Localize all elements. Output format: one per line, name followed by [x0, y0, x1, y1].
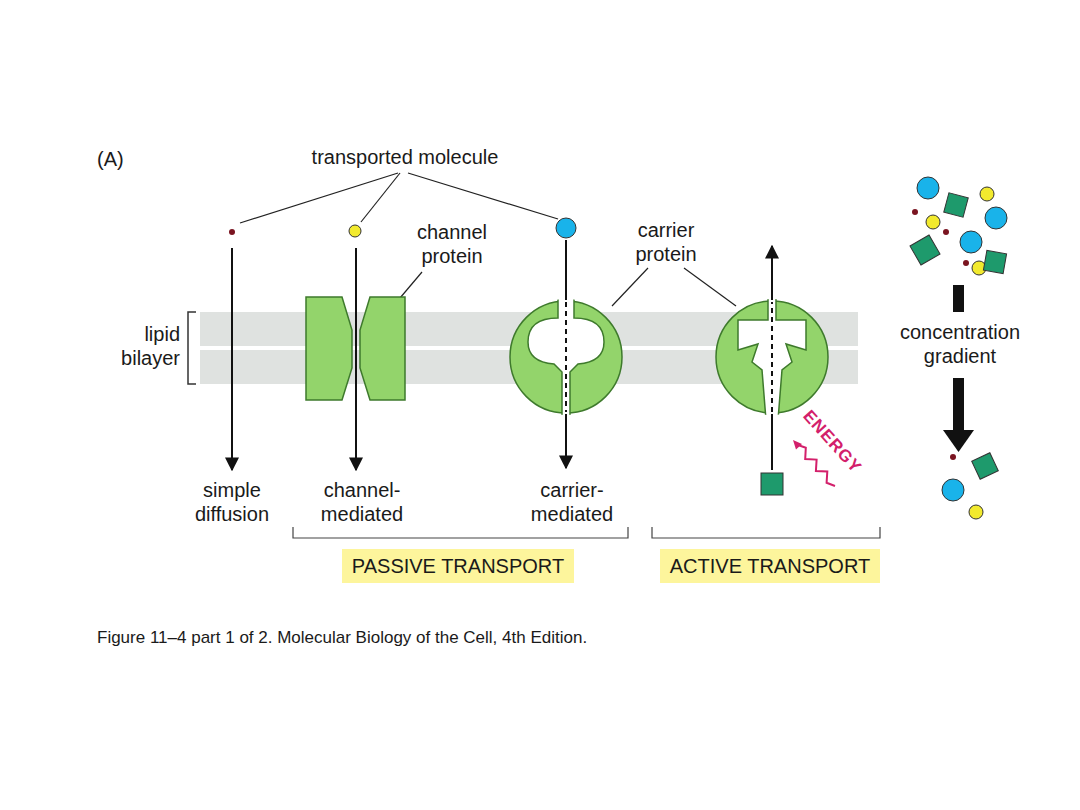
art-circle [943, 229, 949, 235]
banner-text: PASSIVE TRANSPORT [352, 554, 564, 578]
art-circle [917, 177, 939, 199]
mode-label: carrier- mediated [517, 478, 627, 526]
art-line [408, 173, 558, 219]
molecule-label: transported molecule [275, 145, 535, 169]
art-rect [972, 453, 999, 480]
art-circle [980, 187, 994, 201]
art-circle [950, 454, 956, 460]
carrier-arrow [565, 414, 567, 468]
art-circle [969, 505, 983, 519]
carrier-cavity [528, 290, 604, 420]
mode-label: channel- mediated [307, 478, 417, 526]
pump-arrow [771, 302, 773, 412]
channel-protein-half [306, 297, 352, 400]
banner-text: ACTIVE TRANSPORT [670, 554, 870, 578]
channel-arrow [355, 248, 357, 470]
art-rect [910, 235, 940, 265]
bilayer-bracket [188, 312, 196, 384]
gradient-arrow [953, 285, 964, 312]
group-bracket [293, 527, 628, 538]
art-circle [960, 231, 982, 253]
mode-label: simple diffusion [182, 478, 282, 526]
figure-caption: Figure 11–4 part 1 of 2. Molecular Biolo… [97, 627, 587, 649]
art-line [612, 268, 648, 306]
part-label: lipid bilayer [90, 322, 180, 370]
part-label: channel protein [397, 220, 507, 268]
small-molecule [229, 229, 235, 235]
group-banner: ACTIVE TRANSPORT [660, 549, 880, 583]
gradient-arrow [953, 378, 964, 432]
energy-arrowhead [793, 440, 802, 449]
diffusion-arrow [231, 248, 233, 470]
art-circle [963, 260, 969, 266]
art-line [240, 173, 398, 223]
art-circle [985, 207, 1007, 229]
art-circle [942, 479, 964, 501]
art-rect [983, 250, 1006, 273]
pump-arrow [771, 414, 773, 470]
pump-arrow [771, 246, 773, 300]
blue-molecule [556, 218, 576, 238]
energy-label: ENERGY [793, 401, 871, 484]
art-line [361, 173, 400, 222]
gradient-arrowhead [943, 430, 974, 452]
group-bracket [652, 527, 880, 538]
group-banner: PASSIVE TRANSPORT [342, 549, 574, 583]
green-molecule [761, 473, 783, 495]
pump-cavity [738, 290, 806, 420]
art-circle [912, 209, 918, 215]
art-circle [926, 215, 940, 229]
gradient-label: concentration gradient [875, 320, 1045, 368]
channel-protein-half [360, 297, 405, 400]
art-line [684, 268, 736, 306]
part-label: carrier protein [611, 218, 721, 266]
yellow-molecule [349, 225, 361, 237]
carrier-arrow [565, 302, 567, 412]
art-rect [944, 193, 968, 217]
panel-letter: (A) [97, 147, 157, 171]
carrier-arrow [565, 240, 567, 300]
molecule-cluster-high [910, 177, 1007, 275]
leader-lines [240, 173, 736, 306]
art-line [400, 272, 422, 298]
molecule-cluster-low [942, 453, 998, 519]
